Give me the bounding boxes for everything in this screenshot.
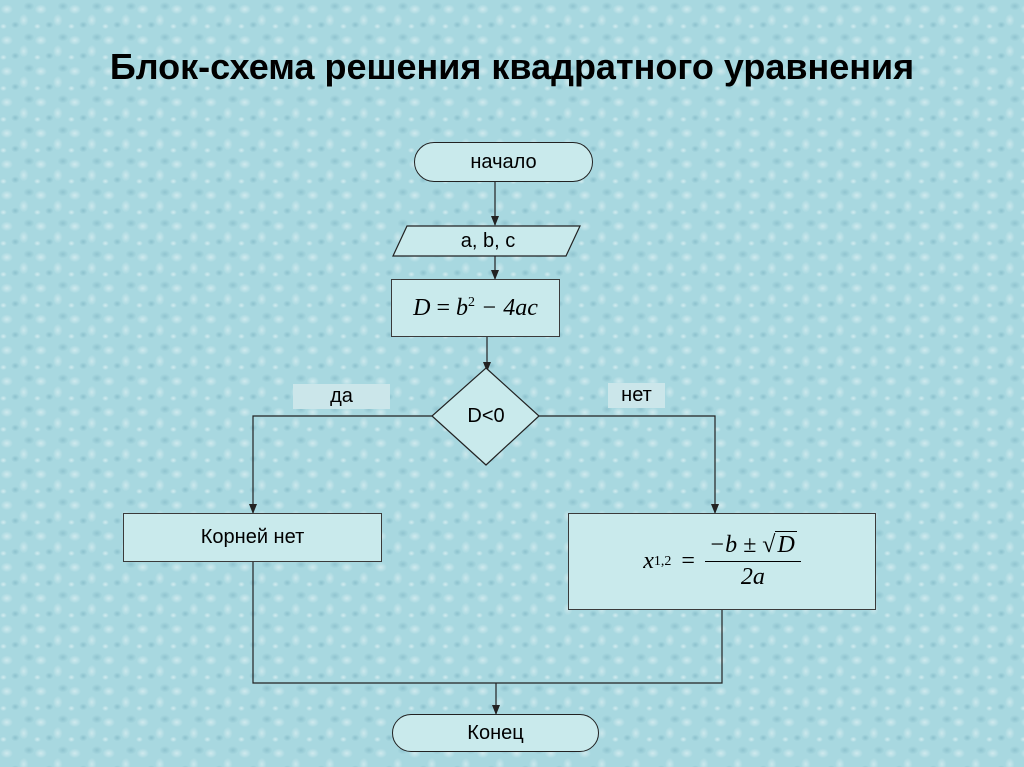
discriminant-exp: 2 xyxy=(468,294,476,310)
end-terminal: Конец xyxy=(392,714,599,752)
no-roots-label: Корней нет xyxy=(200,526,305,548)
roots-denominator: 2a xyxy=(704,561,801,591)
line-no-roots-down xyxy=(252,562,496,684)
no-branch-label: нет xyxy=(608,383,665,408)
discriminant-lhs: D xyxy=(413,294,431,321)
arrow-yes-branch xyxy=(249,415,432,514)
input-label-wrap: a, b, c xyxy=(420,226,556,256)
roots-fraction: −b ± √D 2a xyxy=(704,531,801,591)
start-terminal: начало xyxy=(414,142,593,182)
input-label: a, b, c xyxy=(460,229,516,252)
roots-sub: 1,2 xyxy=(653,553,672,569)
discriminant-rest: − 4ac xyxy=(475,294,538,321)
condition-diamond xyxy=(431,367,540,466)
roots-eq: = xyxy=(681,548,695,574)
start-label: начало xyxy=(470,150,537,173)
line-roots-down xyxy=(496,610,723,684)
discriminant-formula: D = b2 − 4ac xyxy=(413,295,538,322)
roots-numerator: −b ± √D xyxy=(705,531,801,561)
roots-x: x xyxy=(643,548,654,574)
arrow-no-branch xyxy=(539,415,719,514)
input-parallelogram xyxy=(392,225,581,257)
yes-branch-label: да xyxy=(293,384,390,409)
no-roots-process: Корней нет xyxy=(123,513,382,562)
sqrt-icon: √ xyxy=(762,532,776,558)
page-title: Блок-схема решения квадратного уравнения xyxy=(109,46,915,87)
roots-sqrt-arg: D xyxy=(775,531,797,558)
condition-label: D<0 xyxy=(467,404,505,427)
yes-label: да xyxy=(330,385,353,407)
end-label: Конец xyxy=(467,721,524,744)
discriminant-b: b xyxy=(456,294,469,321)
condition-label-wrap: D<0 xyxy=(455,402,517,430)
discriminant-process: D = b2 − 4ac xyxy=(391,279,560,337)
roots-numerator-text: −b ± xyxy=(708,532,763,558)
discriminant-eq: = xyxy=(430,294,457,321)
no-label: нет xyxy=(621,384,652,406)
